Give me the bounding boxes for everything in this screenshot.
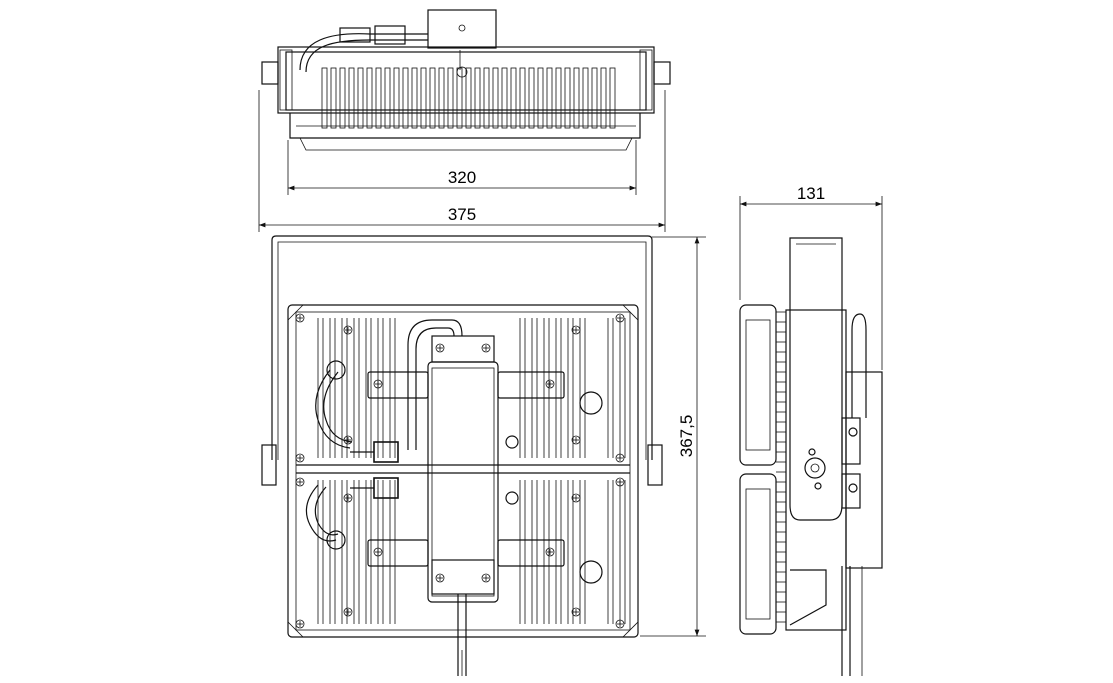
fin — [501, 67, 508, 129]
dimension-367-5-label: 367,5 — [677, 415, 696, 458]
fin — [366, 67, 373, 129]
dimension-131: 131 — [739, 184, 883, 370]
fin — [447, 67, 454, 129]
fin — [420, 67, 427, 129]
screw — [295, 619, 305, 629]
fin — [429, 67, 436, 129]
screw — [615, 453, 625, 463]
screw — [343, 435, 353, 445]
screw — [615, 313, 625, 323]
fin — [483, 67, 490, 129]
screw — [571, 435, 581, 445]
side-view — [739, 237, 883, 676]
fin — [375, 67, 382, 129]
dimension-320-label: 320 — [448, 168, 476, 187]
screw — [481, 343, 491, 353]
screw — [545, 379, 555, 389]
top-view — [261, 9, 671, 151]
dimension-375-label: 375 — [448, 205, 476, 224]
fin — [492, 67, 499, 129]
fin — [555, 67, 562, 129]
screw — [615, 619, 625, 629]
screw — [615, 477, 625, 487]
dimension-320: 320 — [287, 140, 637, 195]
fin — [546, 67, 553, 129]
fin — [582, 67, 589, 129]
screw — [571, 325, 581, 335]
fin — [528, 67, 535, 129]
fin — [591, 67, 598, 129]
fin — [573, 67, 580, 129]
fin — [339, 67, 346, 129]
screw — [343, 607, 353, 617]
fin — [321, 67, 328, 129]
screw — [571, 493, 581, 503]
fin — [519, 67, 526, 129]
fin — [348, 67, 355, 129]
screw — [343, 493, 353, 503]
fin — [474, 67, 481, 129]
fin — [564, 67, 571, 129]
fin — [384, 67, 391, 129]
fin — [411, 67, 418, 129]
fin — [609, 67, 616, 129]
front-view — [261, 235, 663, 676]
screw — [373, 547, 383, 557]
fin — [393, 67, 400, 129]
screw — [295, 477, 305, 487]
screw — [295, 453, 305, 463]
screw — [295, 313, 305, 323]
screw — [435, 573, 445, 583]
screw — [373, 379, 383, 389]
fin — [510, 67, 517, 129]
fin — [537, 67, 544, 129]
fin — [465, 67, 472, 129]
dimension-375: 375 — [258, 90, 666, 232]
screw — [435, 343, 445, 353]
fin — [330, 67, 337, 129]
screw — [343, 325, 353, 335]
fin — [357, 67, 364, 129]
dimension-367-5: 367,5 — [640, 236, 706, 637]
dimension-131-label: 131 — [797, 184, 825, 203]
fin — [402, 67, 409, 129]
fin — [438, 67, 445, 129]
screw — [571, 607, 581, 617]
screw — [481, 573, 491, 583]
fin — [600, 67, 607, 129]
screw — [545, 547, 555, 557]
